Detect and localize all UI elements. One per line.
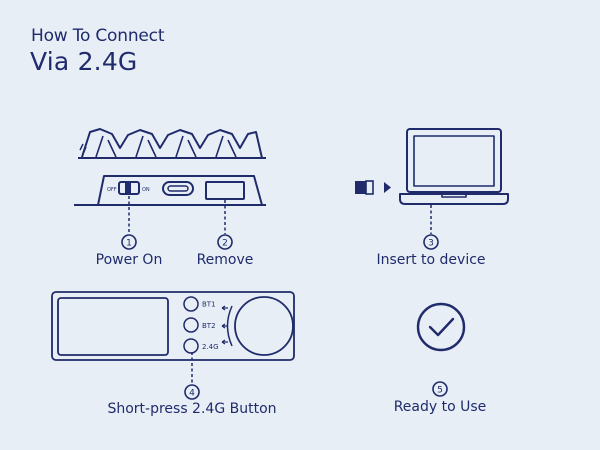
title-line-2: Via 2.4G [30,47,138,76]
switch-on-label: ON [142,187,150,193]
step-4-circle [184,384,200,400]
usb-dongle-icon [355,180,391,195]
step-3-number: 3 [428,239,434,249]
2-4g-button-label: 2.4G [202,343,219,351]
step-2-label: Remove [196,252,254,268]
bt2-button-label: BT2 [202,322,216,330]
step-3-circle [423,234,439,250]
checkmark-icon [416,302,466,352]
switch-off-label: OFF [107,187,117,193]
step-2-circle [217,234,233,250]
step-5-label: Ready to Use [393,399,487,415]
step-1-label: Power On [95,252,163,268]
step-1-number: 1 [126,239,132,249]
step-1-circle [121,234,137,250]
step-3-label: Insert to device [376,252,486,268]
step-5-number: 5 [437,386,443,396]
step-5-circle [432,381,448,397]
step-4-number: 4 [189,389,195,399]
title-line-1: How To Connect [31,26,165,46]
step-2-number: 2 [222,239,228,249]
bt1-button-label: BT1 [202,301,216,309]
keyboard-side-view-icon [74,128,266,206]
step-4-label: Short-press 2.4G Button [107,401,277,417]
laptop-icon [399,128,509,205]
receiver-device-icon [51,291,295,361]
